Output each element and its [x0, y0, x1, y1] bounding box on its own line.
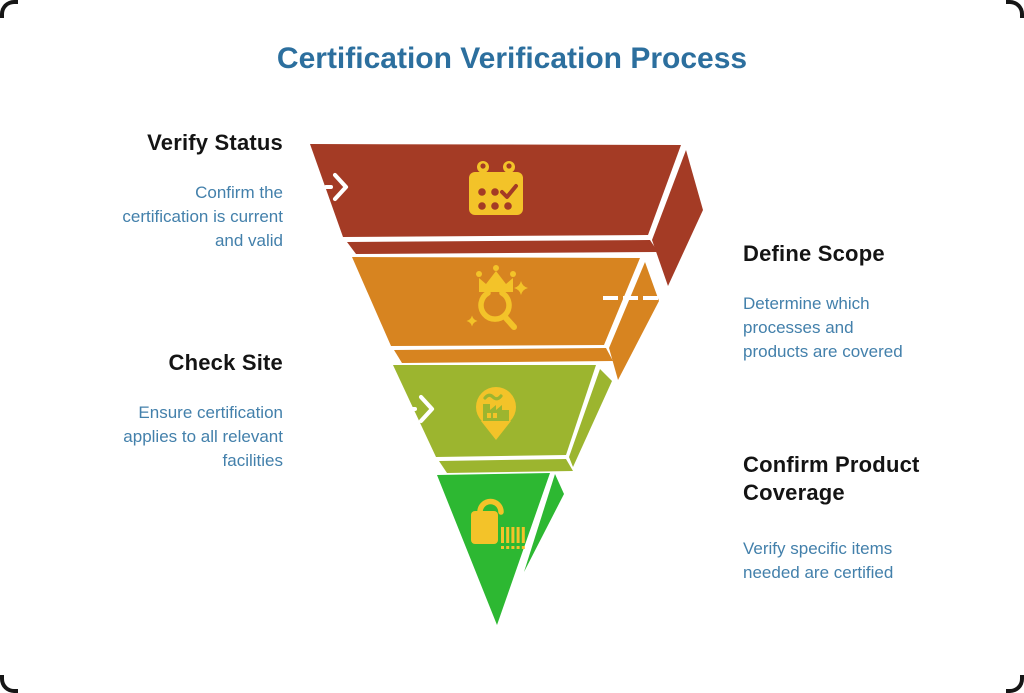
- funnel-step-1: [310, 144, 703, 286]
- screen-corner: [1006, 0, 1024, 18]
- step-block-define-scope: Define Scope Determine which processes a…: [743, 240, 995, 364]
- step-3-side-face: [569, 369, 612, 467]
- step-3-bottom-bevel: [439, 459, 573, 473]
- step-description: Confirm the certification is current and…: [122, 183, 283, 250]
- step-1-bottom-bevel: [347, 240, 658, 254]
- sparkle-icon: [514, 281, 528, 295]
- step-label: Define Scope: [743, 241, 885, 266]
- step-2-bottom-bevel: [394, 348, 613, 363]
- screen-corner: [0, 675, 18, 693]
- sparkle-icon: [466, 315, 478, 327]
- screen-corner: [1006, 675, 1024, 693]
- calendar-check-icon: [469, 161, 523, 215]
- step-label: Verify Status: [147, 130, 283, 155]
- crown-magnifier-icon: [466, 265, 528, 330]
- funnel-step-4: [437, 473, 564, 625]
- step-label: Check Site: [168, 350, 283, 375]
- page-title: Certification Verification Process: [276, 42, 748, 75]
- arrow-icon: [408, 394, 435, 424]
- factory-location-pin-icon: [476, 387, 516, 440]
- screen-corner: [0, 0, 18, 18]
- step-description: Determine which processes and products a…: [743, 294, 903, 361]
- step-2-front-face: [352, 257, 640, 346]
- step-block-check-site: Check Site Ensure certification applies …: [40, 349, 283, 473]
- step-1-side-face: [652, 150, 703, 286]
- funnel-step-3: [393, 365, 612, 473]
- step-4-front-face: [437, 473, 550, 625]
- step-2-side-face: [609, 262, 659, 380]
- dashed-line: [603, 296, 658, 300]
- step-description: Ensure certification applies to all rele…: [123, 403, 283, 470]
- step-description: Verify specific items needed are certifi…: [743, 539, 894, 582]
- step-4-side-face: [524, 474, 564, 572]
- lock-barcode-icon: [471, 498, 525, 549]
- step-label: Confirm Product Coverage: [743, 452, 920, 505]
- arrow-icon: [324, 172, 349, 202]
- step-block-confirm-product-coverage: Confirm Product Coverage Verify specific…: [743, 451, 995, 585]
- step-block-verify-status: Verify Status Confirm the certification …: [40, 129, 283, 253]
- funnel-step-2: [352, 257, 659, 380]
